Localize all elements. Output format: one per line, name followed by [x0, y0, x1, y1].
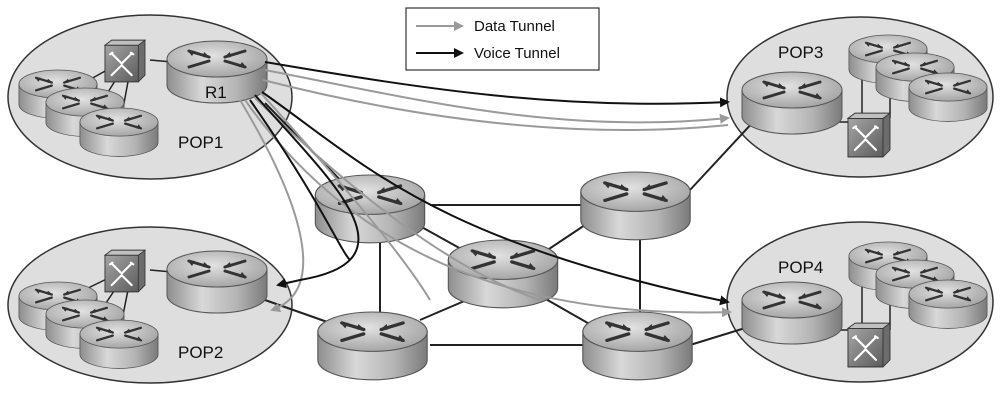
- pop4-switch-icon: [846, 321, 892, 369]
- pop4-router-c-icon: [907, 278, 989, 330]
- pop3-router-c-icon: [907, 71, 989, 123]
- pop3-switch-icon: [846, 111, 892, 159]
- voice-tunnel-r1-pop3: [264, 61, 730, 108]
- data-tunnel-r1-core: [254, 97, 541, 301]
- pop2-label: POP2: [178, 343, 223, 362]
- voice-tunnels: [249, 61, 730, 306]
- core-router-4-icon: [316, 310, 429, 382]
- pop3-label: POP3: [778, 43, 823, 62]
- data-tunnel-r1-core-b: [259, 91, 431, 301]
- legend: Data Tunnel Voice Tunnel: [405, 7, 600, 71]
- legend-data-tunnel-label: Data Tunnel: [474, 18, 555, 35]
- pop4-edge-router-icon: [740, 280, 844, 346]
- core-router-2-icon: [579, 170, 692, 242]
- legend-voice-tunnel-label: Voice Tunnel: [474, 45, 560, 62]
- r1-label: R1: [205, 83, 227, 102]
- data-tunnel-r1-pop4: [244, 99, 732, 318]
- core-router-5-icon: [581, 310, 694, 382]
- legend-box: [405, 7, 600, 71]
- core-router-1-icon: [313, 173, 427, 245]
- data-tunnels: [239, 69, 732, 318]
- voice-tunnel-r1-pop4: [261, 91, 730, 306]
- data-tunnel-r1-pop3-b: [262, 79, 729, 131]
- pop3-edge-router-icon: [740, 70, 844, 136]
- pop1-router-c-icon: [78, 106, 160, 158]
- pop2-edge-router-icon: [165, 249, 269, 315]
- pop4-label: POP4: [778, 258, 823, 277]
- pop2-router-c-icon: [78, 318, 160, 370]
- data-tunnel-r1-pop2: [239, 99, 305, 313]
- voice-tunnel-r1-core: [249, 99, 351, 261]
- pop1-switch-icon: [103, 39, 147, 83]
- pop1-label: POP1: [178, 133, 223, 152]
- data-tunnel-r1-pop3: [264, 69, 730, 124]
- pop2-switch-icon: [103, 249, 147, 293]
- voice-tunnel-r1-pop2: [254, 94, 360, 289]
